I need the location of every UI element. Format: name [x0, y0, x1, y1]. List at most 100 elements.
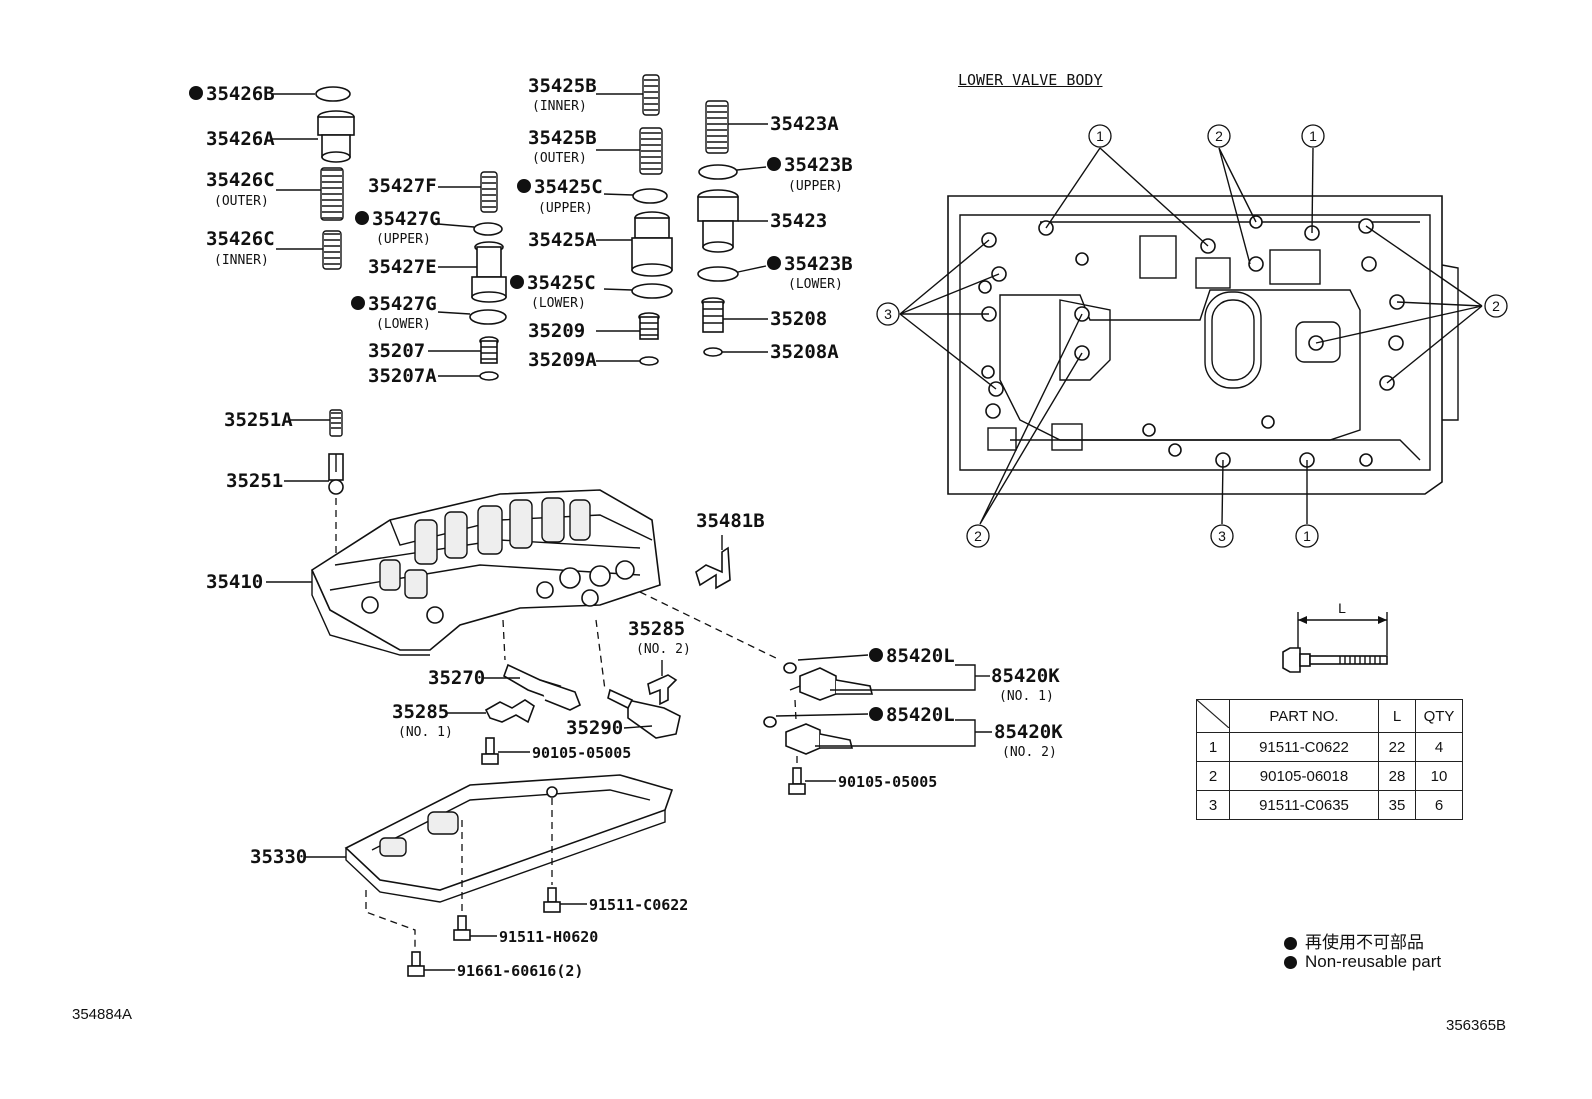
sleeve-35423[interactable] — [697, 189, 739, 253]
o-ring-85420L-b[interactable] — [763, 716, 777, 728]
table-row[interactable]: 2 90105-06018 28 10 — [1196, 761, 1463, 791]
diagram-code-left: 354884A — [72, 1006, 133, 1023]
label-35425C-lower[interactable]: 35425C — [527, 272, 596, 294]
shift-solenoid-85420K-no1[interactable] — [789, 667, 874, 701]
spring-35251A[interactable] — [329, 409, 343, 437]
label-35410[interactable]: 35410 — [206, 571, 263, 593]
label-35427G-lower[interactable]: 35427G — [368, 293, 437, 315]
spring-35425B-inner[interactable] — [642, 74, 660, 116]
spring-35423A[interactable] — [705, 100, 729, 154]
valve-body-35410[interactable] — [310, 489, 661, 656]
clamp-35285-no2[interactable] — [647, 674, 678, 706]
sleeve-35426A[interactable] — [317, 110, 355, 163]
o-ring-35209A[interactable] — [639, 356, 659, 366]
bolt-91661-60616[interactable] — [407, 951, 425, 977]
label-35426A[interactable]: 35426A — [206, 128, 275, 150]
bracket-35481B[interactable] — [695, 546, 731, 590]
label-91661-60616[interactable]: 91661-60616(2) — [457, 962, 583, 980]
label-91511-H0620[interactable]: 91511-H0620 — [499, 928, 598, 946]
label-35270[interactable]: 35270 — [428, 667, 485, 689]
dimension-label: L — [1338, 600, 1346, 616]
solenoid-35290[interactable] — [607, 688, 681, 739]
sleeve-35427E[interactable] — [471, 241, 507, 303]
spring-35427F[interactable] — [480, 171, 498, 213]
shift-solenoid-85420K-no2[interactable] — [785, 723, 854, 755]
label-35209[interactable]: 35209 — [528, 320, 585, 342]
spring-35426C-inner[interactable] — [322, 230, 342, 270]
solenoid-35270[interactable] — [503, 663, 582, 711]
label-35425C-upper[interactable]: 35425C — [534, 176, 603, 198]
label-35423B-lower[interactable]: 35423B — [784, 253, 853, 275]
bolt-91511-H0620[interactable] — [453, 915, 471, 941]
svg-text:2: 2 — [974, 528, 982, 544]
clamp-35285-no1[interactable] — [484, 699, 535, 724]
label-90105-05005-b[interactable]: 90105-05005 — [838, 773, 937, 791]
label-35423A[interactable]: 35423A — [770, 113, 839, 135]
o-ring-85420L-a[interactable] — [783, 662, 797, 674]
svg-text:2: 2 — [1492, 298, 1500, 314]
o-ring-35423B-lower[interactable] — [697, 266, 739, 282]
nonreusable-marker — [517, 179, 531, 193]
bolt-90105-05005-b[interactable] — [788, 767, 806, 795]
o-ring-35427G-upper[interactable] — [473, 222, 503, 236]
o-ring-35426B[interactable] — [315, 86, 351, 102]
svg-text:3: 3 — [884, 306, 892, 322]
table-row[interactable]: 3 91511-C0635 35 6 — [1196, 790, 1463, 820]
oil-strainer-35330[interactable] — [344, 774, 674, 903]
nonreusable-marker — [189, 86, 203, 100]
plug-35208[interactable] — [701, 297, 725, 333]
label-35207A[interactable]: 35207A — [368, 365, 437, 387]
label-35427E[interactable]: 35427E — [368, 256, 437, 278]
label-35290[interactable]: 35290 — [566, 717, 623, 739]
label-35423[interactable]: 35423 — [770, 210, 827, 232]
label-35208[interactable]: 35208 — [770, 308, 827, 330]
label-35251[interactable]: 35251 — [226, 470, 283, 492]
plug-35207[interactable] — [479, 336, 499, 364]
o-ring-35425C-upper[interactable] — [632, 188, 668, 204]
o-ring-35427G-lower[interactable] — [469, 309, 507, 325]
row-part-no[interactable]: 91511-C0622 — [1229, 732, 1379, 762]
label-91511-C0622[interactable]: 91511-C0622 — [589, 896, 688, 914]
o-ring-35208A[interactable] — [703, 347, 723, 357]
label-90105-05005-a[interactable]: 90105-05005 — [532, 744, 631, 762]
label-35426B[interactable]: 35426B — [206, 83, 275, 105]
sub-35427G-upper: (UPPER) — [376, 232, 431, 247]
o-ring-35425C-lower[interactable] — [631, 283, 673, 299]
leader-lines — [899, 147, 1483, 525]
spring-35425B-outer[interactable] — [639, 127, 663, 175]
sub-35423B-lower: (LOWER) — [788, 277, 843, 292]
label-85420L-a[interactable]: 85420L — [886, 645, 955, 667]
label-35285-no2[interactable]: 35285 — [628, 618, 685, 640]
row-part-no[interactable]: 90105-06018 — [1229, 761, 1379, 791]
label-35423B-upper[interactable]: 35423B — [784, 154, 853, 176]
row-part-no[interactable]: 91511-C0635 — [1229, 790, 1379, 820]
label-35208A[interactable]: 35208A — [770, 341, 839, 363]
label-85420K-no1[interactable]: 85420K — [991, 665, 1060, 687]
label-35207[interactable]: 35207 — [368, 340, 425, 362]
label-35427F[interactable]: 35427F — [368, 175, 437, 197]
bolt-90105-05005-a[interactable] — [481, 737, 499, 765]
label-35209A[interactable]: 35209A — [528, 349, 597, 371]
label-35425A[interactable]: 35425A — [528, 229, 597, 251]
sleeve-35425A[interactable] — [631, 211, 673, 277]
row-qty: 10 — [1415, 761, 1463, 791]
label-35425B-outer[interactable]: 35425B — [528, 127, 597, 149]
o-ring-35423B-upper[interactable] — [698, 164, 738, 180]
label-85420K-no2[interactable]: 85420K — [994, 721, 1063, 743]
label-35251A[interactable]: 35251A — [224, 409, 293, 431]
table-row[interactable]: 1 91511-C0622 22 4 — [1196, 732, 1463, 762]
label-85420L-b[interactable]: 85420L — [886, 704, 955, 726]
label-35426C-inner[interactable]: 35426C — [206, 228, 275, 250]
bolt-91511-C0622[interactable] — [543, 887, 561, 913]
spring-35426C-outer[interactable] — [320, 167, 344, 221]
o-ring-35207A[interactable] — [479, 371, 499, 381]
check-ball-35251[interactable] — [328, 453, 344, 495]
label-35481B[interactable]: 35481B — [696, 510, 765, 532]
label-35425B-inner[interactable]: 35425B — [528, 75, 597, 97]
sub-35285-no2: (NO. 2) — [636, 642, 691, 657]
label-35285-no1[interactable]: 35285 — [392, 701, 449, 723]
label-35426C-outer[interactable]: 35426C — [206, 169, 275, 191]
plug-35209[interactable] — [638, 312, 660, 340]
label-35330[interactable]: 35330 — [250, 846, 307, 868]
label-35427G-upper[interactable]: 35427G — [372, 208, 441, 230]
